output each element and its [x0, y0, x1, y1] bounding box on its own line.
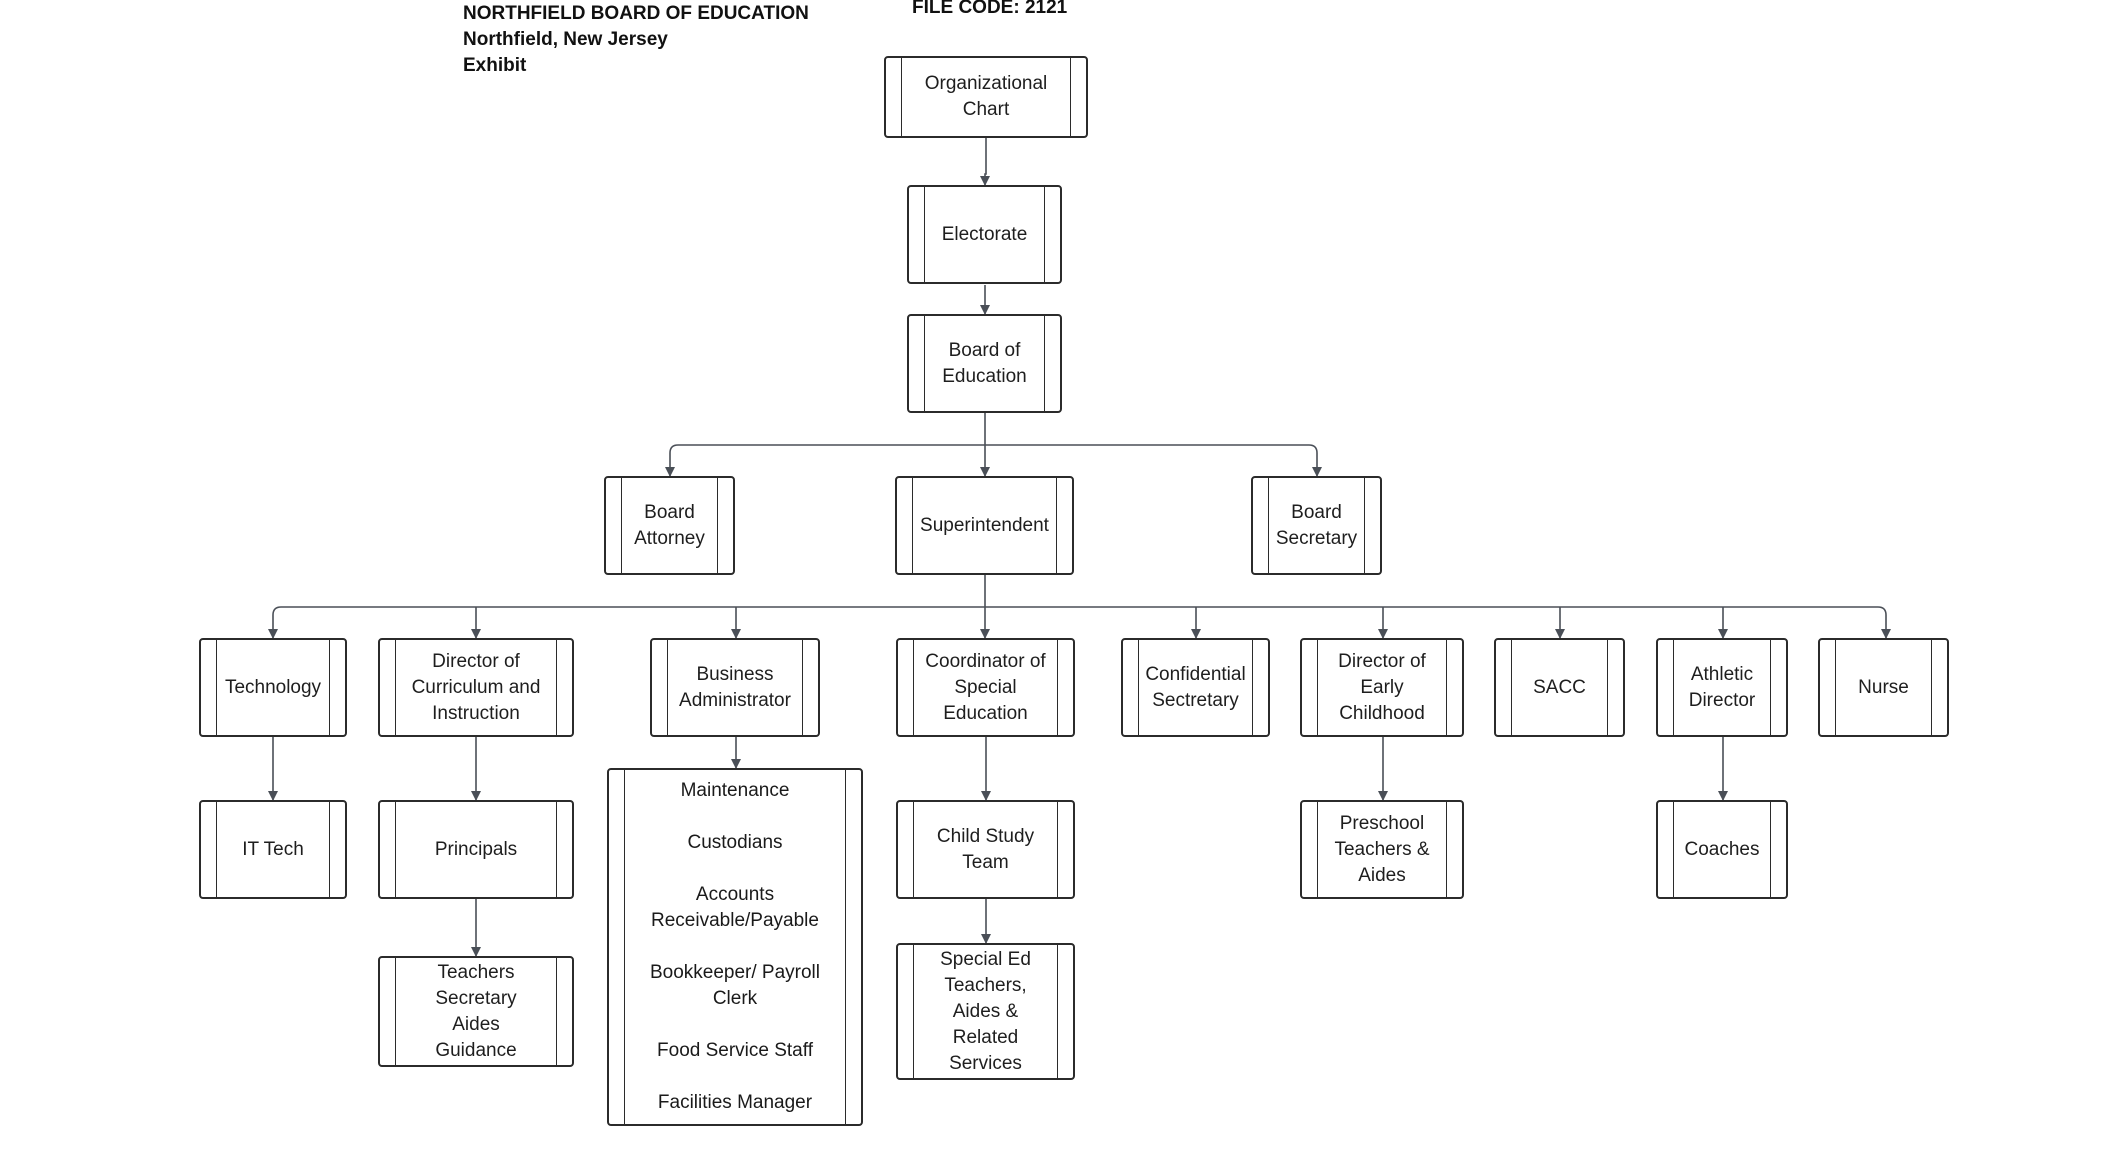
connector-org-chart-to-electorate	[980, 138, 990, 186]
location: Northfield, New Jersey	[463, 29, 668, 50]
node-business-administrator: Business Administrator	[650, 638, 820, 737]
node-label: Board of Education	[942, 339, 1027, 387]
node-label: Child Study Team	[936, 825, 1035, 873]
node-director-curriculum-instruction: Director of Curriculum and Instruction	[378, 638, 574, 737]
node-label: Preschool Teachers & Aides	[1334, 812, 1430, 886]
node-principals: Principals	[378, 800, 574, 899]
list-item-maintenance: Maintenance	[680, 780, 790, 801]
node-label: Director of Early Childhood	[1338, 650, 1426, 724]
node-board-attorney: Board Attorney	[604, 476, 735, 575]
list-item-food-service: Food Service Staff	[657, 1040, 813, 1061]
list-item-bookkeeper: Bookkeeper/ Payroll Clerk	[649, 962, 821, 1009]
node-label: Business Administrator	[679, 663, 791, 711]
node-label: IT Tech	[242, 838, 304, 860]
node-director-early-childhood: Director of Early Childhood	[1300, 638, 1464, 737]
node-coaches: Coaches	[1656, 800, 1788, 899]
node-label: Board Secretary	[1275, 501, 1358, 549]
connector-board-to-attorney	[665, 444, 985, 477]
node-label: Coordinator of Special Education	[925, 650, 1046, 724]
connector-superintendent-to-technology	[268, 606, 985, 639]
node-electorate: Electorate	[907, 185, 1062, 284]
node-board-secretary: Board Secretary	[1251, 476, 1382, 575]
node-label: Confidential Sectretary	[1145, 663, 1246, 711]
node-label: Special Ed Teachers, Aides & Related Ser…	[940, 948, 1031, 1074]
connector-superintendent-to-nurse	[985, 606, 1891, 639]
node-superintendent: Superintendent	[895, 476, 1074, 575]
node-board-of-education: Board of Education	[907, 314, 1062, 413]
list-item-custodians: Custodians	[687, 832, 783, 853]
node-confidential-secretary: Confidential Sectretary	[1121, 638, 1270, 737]
node-label: Director of Curriculum and Instruction	[411, 650, 541, 724]
connector-board-to-secretary	[985, 444, 1322, 477]
node-label: Teachers Secretary Aides Guidance	[435, 961, 517, 1061]
node-organizational-chart: Organizational Chart	[884, 56, 1088, 138]
node-it-tech: IT Tech	[199, 800, 347, 899]
node-technology: Technology	[199, 638, 347, 737]
node-label: Technology	[224, 676, 322, 698]
node-label: SACC	[1533, 676, 1586, 698]
node-label: Coaches	[1684, 838, 1760, 860]
node-sacc: SACC	[1494, 638, 1625, 737]
node-label: Organizational Chart	[924, 73, 1048, 120]
node-coordinator-special-education: Coordinator of Special Education	[896, 638, 1075, 737]
node-label: Superintendent	[920, 514, 1049, 536]
node-teachers-secretary-aides-guidance: Teachers Secretary Aides Guidance	[378, 956, 574, 1067]
file-code: FILE CODE: 2121	[912, 0, 1068, 18]
node-athletic-director: Athletic Director	[1656, 638, 1788, 737]
node-label: Principals	[434, 838, 518, 860]
node-special-ed-teachers: Special Ed Teachers, Aides & Related Ser…	[896, 943, 1075, 1080]
node-business-staff: Maintenance Custodians Accounts Receivab…	[607, 768, 863, 1126]
node-nurse: Nurse	[1818, 638, 1949, 737]
list-item-facilities-manager: Facilities Manager	[657, 1092, 813, 1113]
list-item-accounts: Accounts Receivable/Payable	[651, 884, 819, 931]
business-staff-list: Maintenance Custodians Accounts Receivab…	[609, 770, 861, 1116]
node-label: Board Attorney	[634, 501, 705, 549]
node-child-study-team: Child Study Team	[896, 800, 1075, 899]
org-name: NORTHFIELD BOARD OF EDUCATION	[463, 3, 809, 24]
node-label: Athletic Director	[1688, 663, 1756, 711]
node-label: Nurse	[1858, 676, 1909, 698]
node-label: Electorate	[941, 223, 1028, 245]
node-preschool-teachers-aides: Preschool Teachers & Aides	[1300, 800, 1464, 899]
document-type: Exhibit	[463, 55, 527, 76]
